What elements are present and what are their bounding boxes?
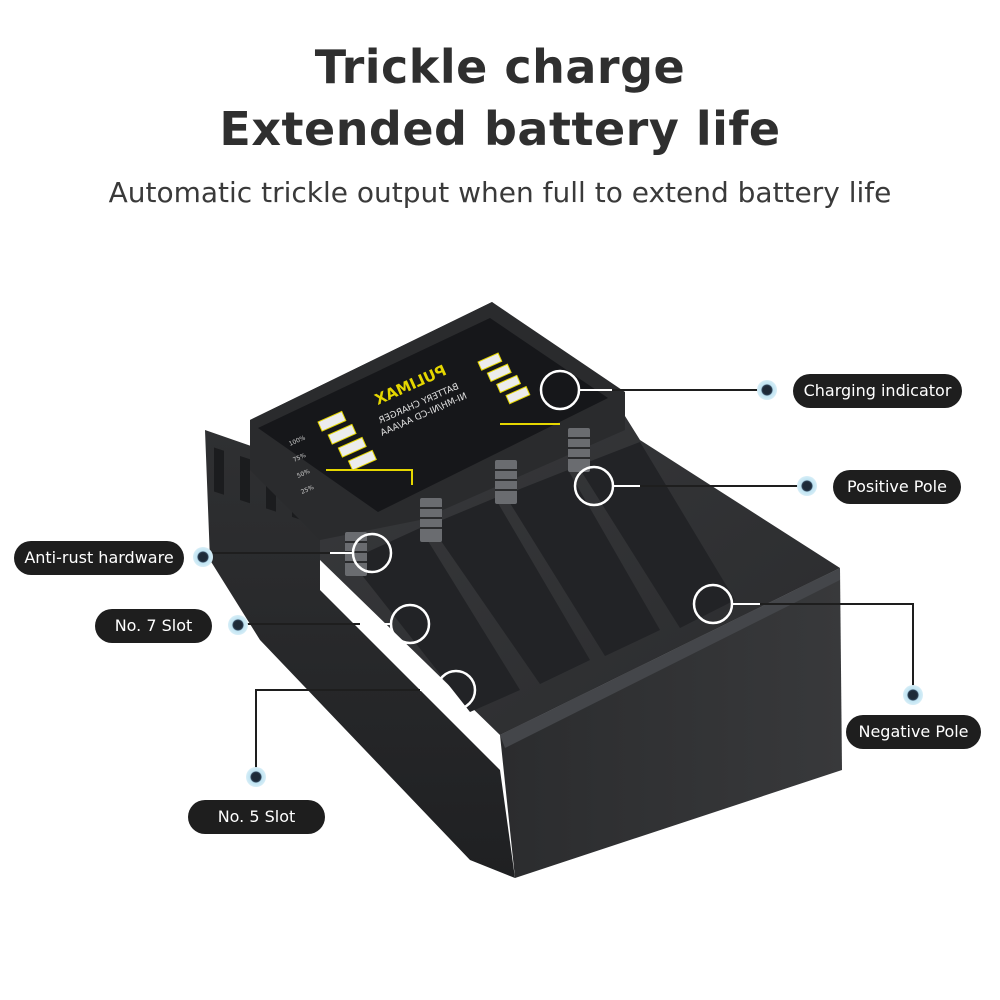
callout-no5-slot: No. 5 Slot xyxy=(188,800,325,834)
slot-1 xyxy=(350,528,520,712)
battery-slots xyxy=(345,428,735,712)
callout-no7-slot: No. 7 Slot xyxy=(95,609,212,643)
label-panel xyxy=(258,318,608,512)
level-50: 50% xyxy=(296,468,311,480)
headline-line-2: Extended battery life xyxy=(219,102,781,156)
headline-line-1: Trickle charge xyxy=(314,40,686,94)
endpoint-dots xyxy=(193,380,923,787)
callout-anti-rust: Anti-rust hardware xyxy=(14,541,184,575)
slot-2 xyxy=(430,498,590,684)
led-indicator-right xyxy=(477,352,531,405)
subtitle: Automatic trickle output when full to ex… xyxy=(108,176,892,209)
slot-4 xyxy=(578,442,735,628)
level-75: 75% xyxy=(292,452,307,464)
callout-positive-pole: Positive Pole xyxy=(833,470,961,504)
callout-charging-indicator: Charging indicator xyxy=(793,374,962,408)
slot-3 xyxy=(505,470,660,656)
level-25: 25% xyxy=(300,484,315,496)
led-indicator-left: 100% 75% 50% 25% xyxy=(288,410,377,496)
callout-negative-pole: Negative Pole xyxy=(846,715,981,749)
